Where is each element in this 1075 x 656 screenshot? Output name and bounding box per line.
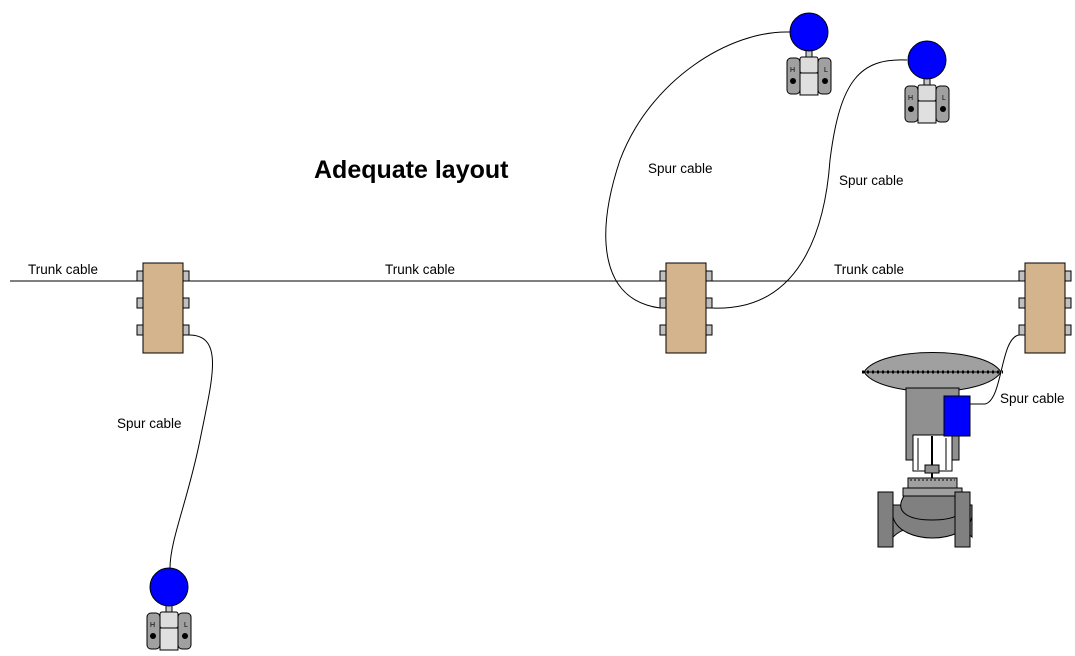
control-valve: [862, 352, 1003, 548]
spur-cable-label: Spur cable: [648, 161, 713, 176]
spur-cable-label: Spur cable: [117, 416, 182, 431]
port-label-low: L: [184, 622, 188, 629]
port-label-high: H: [790, 67, 795, 74]
junction-box: [136, 262, 190, 354]
spur-cable-line: [711, 59, 908, 309]
spur-cable-line: [169, 334, 213, 569]
spur-cable-label: Spur cable: [839, 173, 904, 188]
dp-transmitter: [786, 12, 832, 96]
trunk-cable-label: Trunk cable: [385, 262, 455, 277]
port-label-high: H: [908, 95, 913, 102]
diagram-title: Adequate layout: [314, 156, 509, 184]
junction-box: [1018, 262, 1072, 354]
dp-transmitter: [146, 567, 192, 651]
spur-cable-label: Spur cable: [1000, 391, 1065, 406]
junction-box: [659, 262, 713, 354]
trunk-cable-label: Trunk cable: [834, 262, 904, 277]
spur-cable-line: [970, 334, 1020, 405]
port-label-high: H: [150, 622, 155, 629]
port-label-low: L: [824, 67, 828, 74]
port-label-low: L: [942, 95, 946, 102]
dp-transmitter: [904, 40, 950, 124]
trunk-cable-label: Trunk cable: [28, 262, 98, 277]
spur-cable-line: [605, 31, 791, 309]
